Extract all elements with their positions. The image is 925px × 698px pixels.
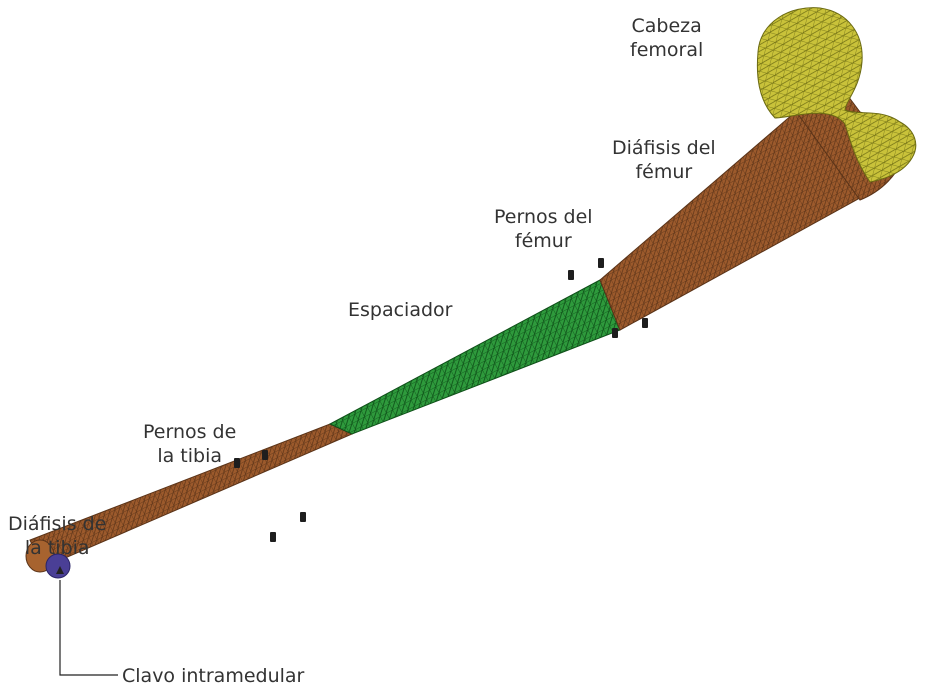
femur-bolt	[568, 270, 574, 280]
tibia-bolt	[262, 450, 268, 460]
label-tibia-shaft: Diáfisis de la tibia	[8, 512, 106, 560]
label-tibia-shaft-line1: Diáfisis de	[8, 512, 106, 536]
label-tibia-bolts-line2: la tibia	[143, 444, 236, 468]
femur-bolt	[612, 328, 618, 338]
label-femur-bolts-line1: Pernos del	[494, 205, 593, 229]
label-spacer-text: Espaciador	[348, 298, 452, 322]
femur-bolt	[642, 318, 648, 328]
label-femoral-head: Cabeza femoral	[630, 14, 703, 62]
tibia-bolt	[270, 532, 276, 542]
label-femoral-head-line2: femoral	[630, 38, 703, 62]
label-tibia-shaft-line2: la tibia	[8, 536, 106, 560]
label-femur-shaft-line2: fémur	[612, 160, 716, 184]
label-tibia-bolts: Pernos de la tibia	[143, 420, 236, 468]
nail-leader-line	[60, 580, 118, 675]
label-femur-bolts-line2: fémur	[494, 229, 593, 253]
tibia-bolt	[300, 512, 306, 522]
femur-bolt	[598, 258, 604, 268]
label-femoral-head-line1: Cabeza	[630, 14, 703, 38]
label-femur-shaft: Diáfisis del fémur	[612, 136, 716, 184]
label-spacer: Espaciador	[348, 298, 452, 322]
label-femur-shaft-line1: Diáfisis del	[612, 136, 716, 160]
label-nail: Clavo intramedular	[122, 664, 304, 688]
label-femur-bolts: Pernos del fémur	[494, 205, 593, 253]
label-tibia-bolts-line1: Pernos de	[143, 420, 236, 444]
label-nail-text: Clavo intramedular	[122, 664, 304, 688]
